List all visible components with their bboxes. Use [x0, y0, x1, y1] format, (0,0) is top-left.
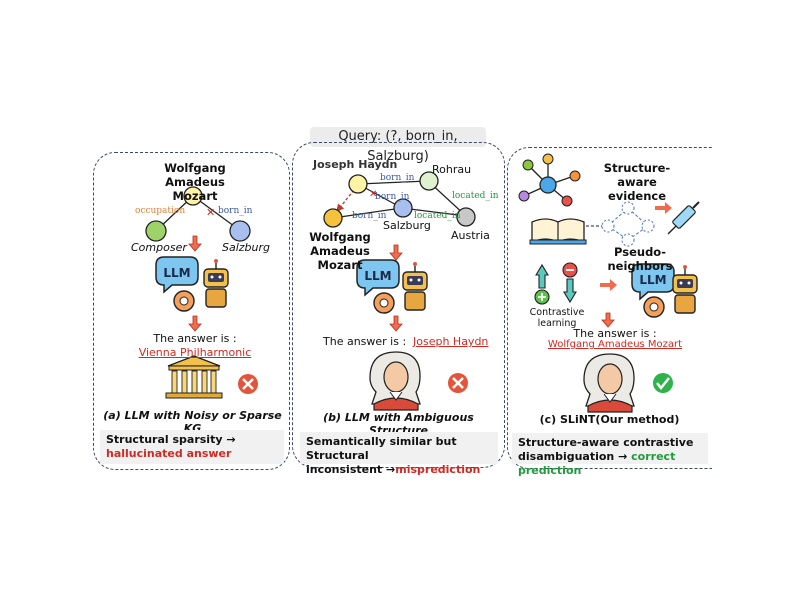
- right-arrow-icon: [655, 202, 672, 214]
- down-arrow-icon: [188, 315, 202, 332]
- panel-c-summary: Structure-aware contrastive disambiguati…: [512, 433, 708, 477]
- node-mozart-b: [323, 208, 343, 228]
- panel-a-title: Wolfgang Amadeus Mozart: [150, 161, 240, 203]
- syringe-icon: [667, 201, 700, 235]
- node-salzburg-b-label: Salzburg: [383, 219, 431, 232]
- panel-c-summary-line1: Structure-aware contrastive: [518, 436, 694, 449]
- panel-a-summary: Structural sparsity → hallucinated answe…: [100, 430, 284, 464]
- node-mozart-a: [183, 186, 203, 206]
- node-salzburg-b: [393, 198, 413, 218]
- down-arrow-icon: [389, 315, 403, 332]
- llm-robot-icon-c: LLM: [631, 263, 698, 318]
- node-composer: [145, 220, 167, 242]
- node-salzburg-a: [229, 220, 251, 242]
- node-composer-label: Composer: [131, 241, 187, 254]
- rel-born-in-b3: born_in: [352, 211, 387, 221]
- contrastive-arrows-icon: [534, 262, 578, 305]
- panel-b-answer-label: The answer is :: [323, 335, 407, 348]
- panel-a-answer-label: The answer is :: [153, 332, 237, 345]
- node-rohrau: [419, 171, 439, 191]
- panel-c-title-line2: aware evidence: [607, 175, 667, 203]
- panel-c-summary-prefix: disambiguation →: [518, 450, 632, 463]
- node-haydn-label: Joseph Haydn: [313, 158, 398, 171]
- panel-a-title-line2: Amadeus Mozart: [165, 175, 225, 203]
- node-austria: [456, 207, 476, 227]
- rel-born-in-b1: born_in: [380, 173, 415, 183]
- panel-b-answer-value: Joseph Haydn: [413, 335, 489, 348]
- wrong-icon: [238, 374, 258, 394]
- panel-b-graph: ✕: [323, 171, 476, 261]
- node-salzburg-a-label: Salzburg: [222, 241, 271, 254]
- check-icon: [653, 373, 673, 393]
- node-mozart-b-line2: Amadeus Mozart: [310, 244, 370, 272]
- llm-robot-icon-a: LLM: [155, 256, 229, 312]
- node-austria-label: Austria: [451, 229, 490, 242]
- panel-c-title: Structure- aware evidence: [592, 161, 682, 203]
- rel-occupation: occupation: [135, 206, 186, 216]
- panel-a-summary-prefix: Structural sparsity →: [106, 433, 236, 446]
- rel-born-in-a: born_in: [218, 206, 253, 216]
- panel-b-summary-highlight: misprediction: [395, 463, 481, 476]
- panel-a-answer-value: Vienna Philharmonic: [138, 346, 252, 359]
- svg-text:LLM: LLM: [364, 269, 391, 283]
- cross-icon: ✕: [369, 189, 377, 200]
- portrait-icon: [583, 353, 635, 413]
- panel-a-summary-highlight: hallucinated answer: [106, 447, 232, 460]
- pseudo-neighbors-graph: [586, 201, 655, 247]
- right-arrow-icon: [600, 279, 617, 291]
- panel-b-summary-line1: Semantically similar but Structural: [306, 435, 457, 462]
- book-icon: [529, 218, 587, 245]
- panel-c-summary-highlight: correct prediction: [518, 450, 676, 477]
- llm-robot-icon-b: LLM: [356, 259, 428, 314]
- rel-located-in-1: located_in: [452, 191, 499, 201]
- network-icon: [518, 153, 581, 207]
- rel-located-in-2: located_in: [414, 211, 461, 221]
- contrastive-label: Contrastive learning: [529, 307, 585, 329]
- panel-c-answer-value: Wolfgang Amadeus Mozart: [547, 339, 683, 350]
- panel-b-summary: Semantically similar but Structural inco…: [300, 432, 498, 476]
- node-mozart-b-label: Wolfgang Amadeus Mozart: [297, 230, 383, 272]
- panel-a-graph: ✕: [145, 186, 251, 252]
- panel-b-summary-prefix: inconsistent →: [306, 463, 396, 476]
- portrait-icon: [369, 351, 421, 411]
- panel-b-border: [292, 142, 505, 468]
- svg-text:LLM: LLM: [639, 273, 666, 287]
- down-arrow-icon: [188, 235, 202, 252]
- svg-text:LLM: LLM: [163, 266, 190, 280]
- panel-a-border: [93, 152, 290, 470]
- down-arrow-icon: [601, 312, 615, 328]
- panel-c-border: [507, 147, 712, 469]
- node-rohrau-label: Rohrau: [432, 163, 472, 176]
- rel-born-in-b2: born_in: [375, 192, 410, 202]
- pseudo-neighbors-label: Pseudo-neighbors: [607, 245, 673, 273]
- panel-c-title-line1: Structure-: [603, 161, 671, 175]
- panel-c-caption: (c) SLiNT(Our method): [539, 413, 680, 426]
- panel-c-answer-label: The answer is :: [573, 327, 657, 340]
- cross-icon: ✕: [206, 206, 215, 219]
- down-arrow-icon: [389, 244, 403, 261]
- building-icon: [165, 355, 223, 399]
- node-haydn: [348, 174, 368, 194]
- node-mozart-b-line1: Wolfgang: [309, 230, 371, 244]
- panel-a-title-line1: Wolfgang: [164, 161, 226, 175]
- wrong-icon: [448, 373, 468, 393]
